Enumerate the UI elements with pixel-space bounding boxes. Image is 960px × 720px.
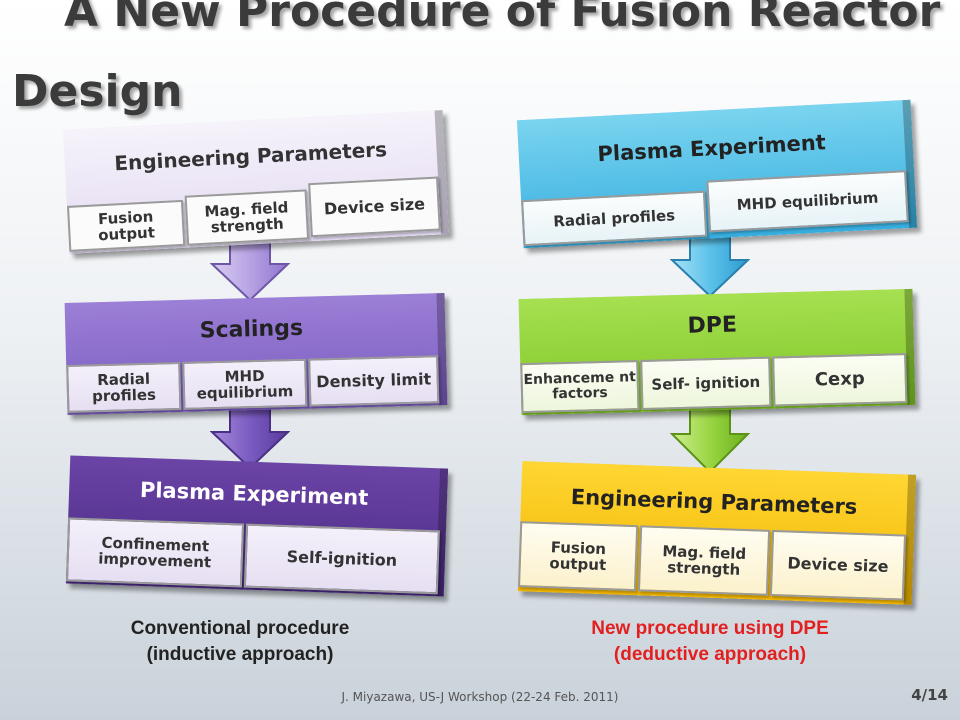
slide-title-line2: Design [12,66,183,117]
slide-footer: J. Miyazawa, US-J Workshop (22-24 Feb. 2… [341,690,619,704]
down-arrow-icon [670,404,750,474]
cell-radial-profiles: Radial profiles [66,361,182,413]
page-number: 4/14 [911,686,948,704]
cell-mag-field-strength: Mag. field strength [637,525,771,596]
cell-radial-profiles: Radial profiles [521,190,708,247]
caption-line: New procedure using DPE [591,618,829,639]
conventional-engineering-parameters-box: Engineering Parameters Fusion output Mag… [63,110,449,254]
conventional-procedure-caption: Conventional procedure (inductive approa… [80,616,400,667]
cell-fusion-output: Fusion output [66,199,186,252]
new-procedure-caption: New procedure using DPE (deductive appro… [520,616,900,667]
cell-mhd-equilibrium: MHD equilibrium [182,358,308,410]
cell-mhd-equilibrium: MHD equilibrium [706,170,909,233]
scalings-box: Scalings Radial profiles MHD equilibrium… [64,293,448,415]
cell-device-size: Device size [308,176,441,238]
caption-line: Conventional procedure [130,618,350,639]
caption-line: (deductive approach) [613,643,807,665]
dpe-box: DPE Enhanceme nt factors Self- ignition … [518,288,916,416]
cell-mag-field-strength: Mag. field strength [184,189,310,246]
slide-title-line1: A New Procedure of Fusion Reactor [64,0,941,37]
cell-cexp: Cexp [772,353,908,407]
cell-device-size: Device size [769,529,907,601]
box-header: Scalings [199,315,304,343]
caption-line: (inductive approach) [146,643,334,665]
cell-self-ignition: Self-ignition [243,523,440,595]
box-header: DPE [687,311,738,339]
cell-self-ignition: Self- ignition [640,356,772,410]
conventional-plasma-experiment-box: Plasma Experiment Confinement improvemen… [65,455,449,597]
dpe-engineering-parameters-box: Engineering Parameters Fusion output Mag… [517,461,917,605]
down-arrow-icon [670,232,750,298]
down-arrow-icon [210,238,290,302]
dpe-plasma-experiment-box: Plasma Experiment Radial profiles MHD eq… [516,99,918,249]
cell-enhancement-factors: Enhanceme nt factors [520,360,640,414]
cell-density-limit: Density limit [308,355,440,407]
cell-fusion-output: Fusion output [517,521,639,592]
cell-confinement-improvement: Confinement improvement [65,517,245,588]
